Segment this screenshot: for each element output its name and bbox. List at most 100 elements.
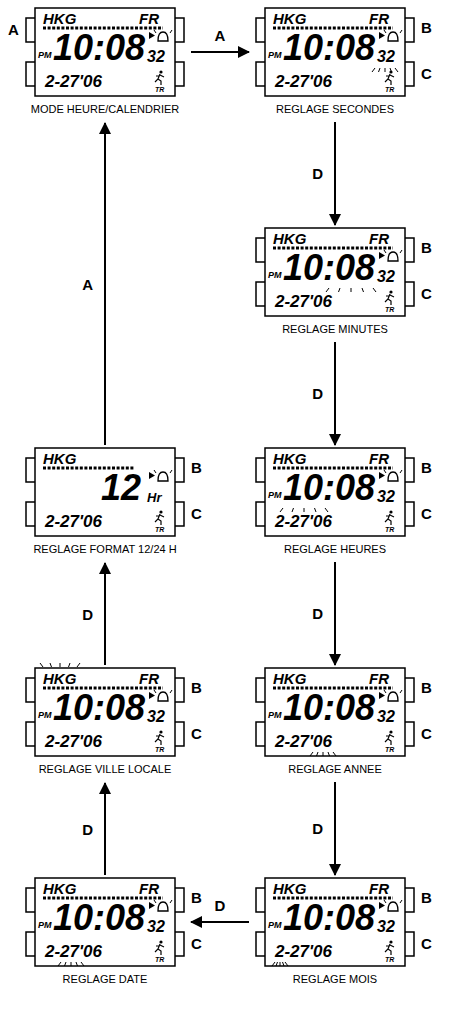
- button-letter: B: [191, 890, 202, 905]
- button-letter: C: [421, 66, 432, 81]
- tr-indicator: TR: [385, 86, 394, 93]
- mode-caption: REGLAGE VILLE LOCALE: [0, 763, 230, 775]
- format-digits: 12: [101, 470, 141, 506]
- flow-arrow: [104, 563, 106, 665]
- pm-indicator: PM: [268, 491, 282, 500]
- button-press-label: D: [310, 385, 325, 402]
- city-code: HKG: [43, 671, 76, 686]
- language-code: FR: [139, 11, 159, 26]
- watch-display: HKGFRPM10:08322-27'06TRREGLAGE ANNEE: [255, 668, 415, 780]
- seconds-digits: 32: [377, 919, 395, 935]
- watch-display: HKG12Hr2-27'06TRREGLAGE FORMAT 12/24 H: [25, 448, 185, 560]
- mode-caption: REGLAGE MINUTES: [210, 323, 455, 335]
- language-code: FR: [369, 881, 389, 896]
- date-digits: 2-27'06: [275, 733, 332, 750]
- flow-arrow: [334, 562, 336, 665]
- button-letter: C: [421, 506, 432, 521]
- language-code: FR: [139, 671, 159, 686]
- date-digits: 2-27'06: [275, 513, 332, 530]
- watch-display: HKGFRPM10:08322-27'06TRREGLAGE SECONDES: [255, 8, 415, 120]
- city-code: HKG: [43, 451, 76, 466]
- button-press-label: D: [80, 606, 95, 623]
- tr-indicator: TR: [155, 526, 164, 533]
- mode-caption: REGLAGE SECONDES: [210, 103, 455, 115]
- button-letter: C: [191, 726, 202, 741]
- date-digits: 2-27'06: [45, 73, 102, 90]
- watch-display: HKGFRPM10:08322-27'06TRREGLAGE VILLE LOC…: [25, 668, 185, 780]
- seconds-digits: 32: [147, 49, 165, 65]
- mode-caption: MODE HEURE/CALENDRIER: [0, 103, 230, 115]
- time-digits: 10:08: [53, 690, 145, 726]
- button-letter: B: [421, 890, 432, 905]
- date-digits: 2-27'06: [275, 73, 332, 90]
- pm-indicator: PM: [38, 711, 52, 720]
- tr-indicator: TR: [385, 526, 394, 533]
- city-code: HKG: [273, 231, 306, 246]
- pm-indicator: PM: [38, 51, 52, 60]
- flow-arrow: [104, 783, 106, 875]
- language-code: FR: [369, 451, 389, 466]
- mode-caption: REGLAGE DATE: [0, 973, 230, 985]
- tr-indicator: TR: [385, 746, 394, 753]
- flow-arrow: [334, 122, 336, 225]
- hr-unit: Hr: [147, 491, 161, 504]
- seconds-digits: 32: [147, 919, 165, 935]
- city-code: HKG: [273, 881, 306, 896]
- watch-display: HKGFRPM10:08322-27'06TRREGLAGE MINUTES: [255, 228, 415, 340]
- button-press-label: D: [310, 165, 325, 182]
- seconds-digits: 32: [377, 49, 395, 65]
- flow-arrow: [334, 782, 336, 875]
- city-code: HKG: [273, 451, 306, 466]
- button-letter: C: [191, 936, 202, 951]
- pm-indicator: PM: [268, 921, 282, 930]
- flow-arrow: [334, 342, 336, 445]
- pm-indicator: PM: [38, 921, 52, 930]
- mode-caption: REGLAGE HEURES: [210, 543, 455, 555]
- button-letter: C: [191, 506, 202, 521]
- button-letter: C: [421, 726, 432, 741]
- city-code: HKG: [43, 11, 76, 26]
- date-digits: 2-27'06: [45, 943, 102, 960]
- pm-indicator: PM: [268, 51, 282, 60]
- watch-display: HKGFRPM10:08322-27'06TRMODE HEURE/CALEND…: [25, 8, 185, 120]
- city-code: HKG: [273, 11, 306, 26]
- button-press-label: A: [80, 276, 95, 293]
- button-letter: A: [8, 22, 19, 37]
- language-code: FR: [139, 881, 159, 896]
- city-code: HKG: [43, 881, 76, 896]
- time-digits: 10:08: [53, 30, 145, 66]
- button-letter: B: [421, 460, 432, 475]
- button-letter: B: [421, 240, 432, 255]
- mode-caption: REGLAGE ANNEE: [210, 763, 455, 775]
- date-digits: 2-27'06: [275, 943, 332, 960]
- language-code: FR: [369, 231, 389, 246]
- button-letter: C: [421, 936, 432, 951]
- date-digits: 2-27'06: [45, 513, 102, 530]
- button-press-label: D: [310, 820, 325, 837]
- seconds-digits: 32: [377, 709, 395, 725]
- time-digits: 10:08: [283, 690, 375, 726]
- date-digits: 2-27'06: [275, 293, 332, 310]
- button-press-label: D: [213, 897, 228, 914]
- watch-display: HKGFRPM10:08322-27'06TRREGLAGE MOIS: [255, 878, 415, 990]
- button-letter: B: [191, 460, 202, 475]
- tr-indicator: TR: [155, 746, 164, 753]
- time-digits: 10:08: [283, 30, 375, 66]
- button-letter: B: [421, 680, 432, 695]
- tr-indicator: TR: [385, 306, 394, 313]
- seconds-digits: 32: [377, 489, 395, 505]
- button-letter: B: [191, 680, 202, 695]
- flow-arrow: [104, 123, 106, 445]
- language-code: FR: [369, 671, 389, 686]
- seconds-digits: 32: [377, 269, 395, 285]
- button-press-label: D: [80, 821, 95, 838]
- button-press-label: A: [213, 27, 228, 44]
- flow-arrow: [191, 51, 249, 53]
- mode-caption: REGLAGE FORMAT 12/24 H: [0, 543, 230, 555]
- language-code: FR: [369, 11, 389, 26]
- pm-indicator: PM: [268, 711, 282, 720]
- button-press-label: D: [310, 605, 325, 622]
- flow-arrow: [191, 921, 249, 923]
- watch-display: HKGFRPM10:08322-27'06TRREGLAGE DATE: [25, 878, 185, 990]
